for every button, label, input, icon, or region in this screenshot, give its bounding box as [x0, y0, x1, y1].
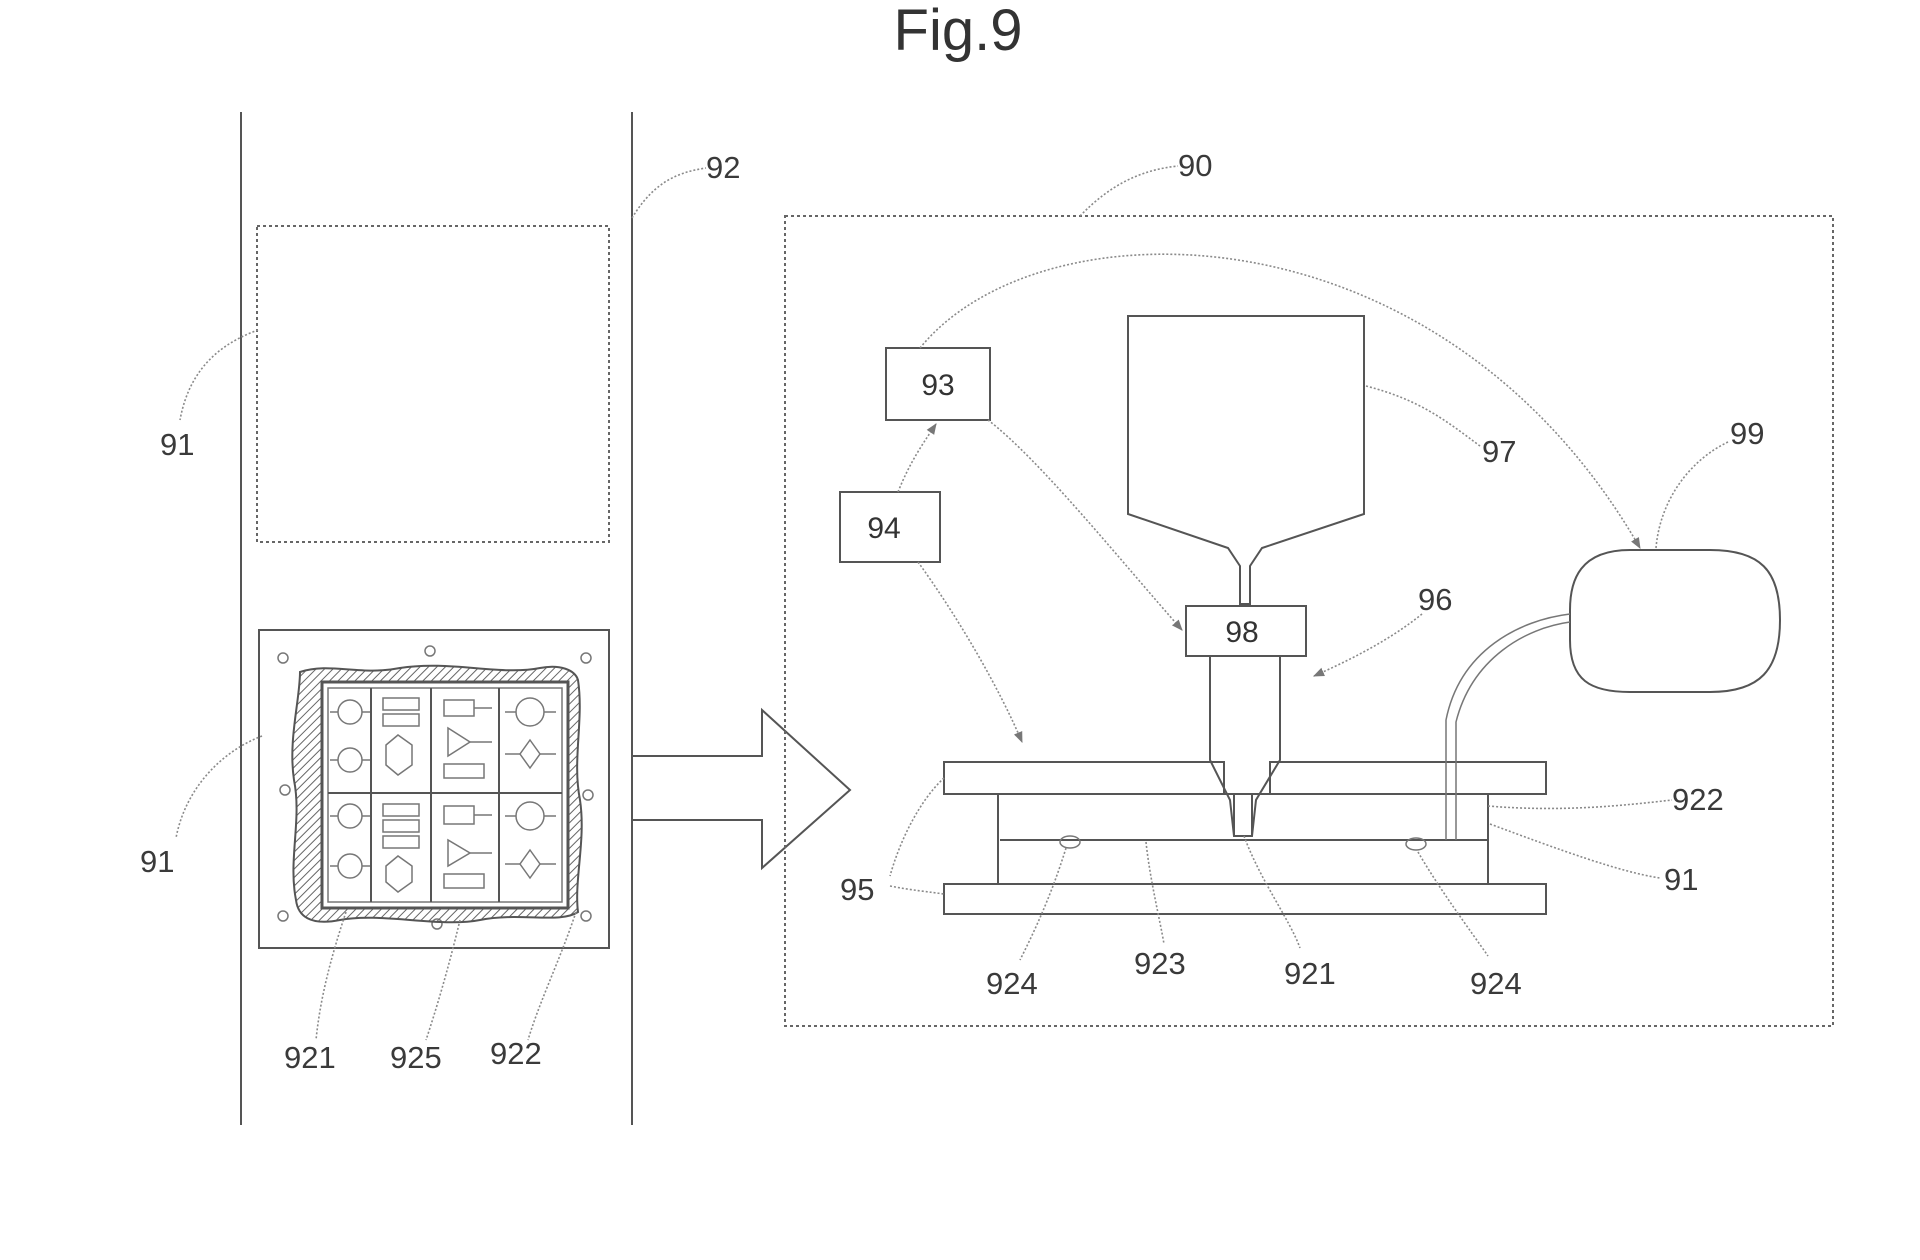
loaded-tray-91: [258, 629, 610, 949]
pin-924-right: [1405, 837, 1427, 851]
box-98: [1185, 605, 1307, 657]
label-93: 93: [921, 369, 954, 402]
label-94: 94: [867, 512, 900, 545]
label-98: 98: [1225, 616, 1258, 649]
conveyor-92: [240, 112, 633, 1125]
label-95: 95: [840, 872, 874, 907]
label-924-right: 924: [1470, 966, 1522, 1001]
label-97: 97: [1482, 434, 1516, 469]
label-90: 90: [1178, 148, 1212, 183]
unit-99: [1569, 549, 1782, 693]
apparatus-90: [784, 215, 1834, 1027]
label-91-top: 91: [160, 427, 194, 462]
nozzle-96: [1209, 656, 1281, 837]
label-923: 923: [1134, 946, 1186, 981]
label-96: 96: [1418, 582, 1452, 617]
figure-title: Fig.9: [894, 0, 1023, 63]
empty-tray-slot-91: [256, 225, 610, 543]
label-922-left: 922: [490, 1036, 542, 1071]
label-99: 99: [1730, 416, 1764, 451]
label-925: 925: [390, 1040, 442, 1075]
upper-plate-95: [943, 761, 1225, 795]
upper-plate-95-right: [1269, 761, 1547, 795]
label-91-right: 91: [1664, 862, 1698, 897]
label-924-left: 924: [986, 966, 1038, 1001]
pin-924-left: [1059, 835, 1081, 849]
label-92: 92: [706, 150, 740, 185]
hopper-97: [1127, 315, 1365, 605]
box-94: [839, 491, 941, 563]
box-93: [885, 347, 991, 421]
label-921-left: 921: [284, 1040, 336, 1075]
label-91-mid: 91: [140, 844, 174, 879]
transfer-arrow: [632, 707, 852, 871]
label-921-right: 921: [1284, 956, 1336, 991]
label-922-right: 922: [1672, 782, 1724, 817]
